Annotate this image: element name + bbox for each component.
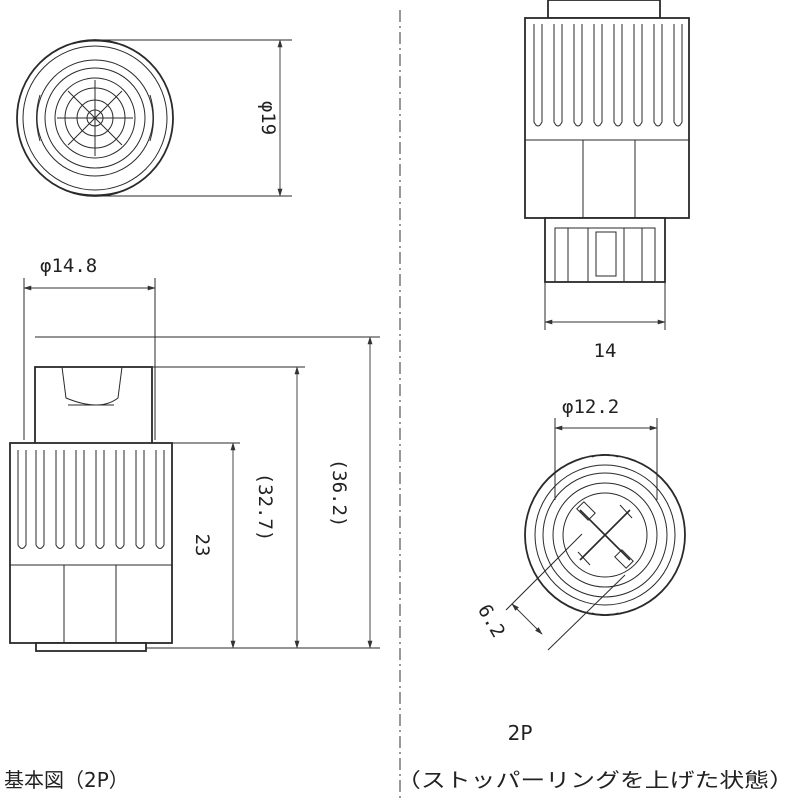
side-view-right — [524, 0, 690, 283]
face-view — [524, 454, 686, 616]
caption-right-sub: （ストッパーリングを上げた状態） — [396, 768, 794, 792]
dim-pin-pitch: 6.2 — [473, 601, 509, 642]
dim-front-width: φ14.8 — [40, 255, 97, 277]
caption-left: 基本図（2P） — [4, 768, 129, 792]
side-view-left — [9, 366, 173, 652]
dim-face-diameter: φ12.2 — [562, 396, 619, 418]
dim-height-36-2: (36.2) — [328, 459, 350, 528]
caption-right-title: 2P — [508, 721, 533, 745]
dim-top-diameter: φ19 — [257, 101, 279, 135]
end-view-top — [16, 39, 174, 197]
dim-right-width: 14 — [594, 340, 617, 362]
dim-height-32-7: (32.7) — [254, 473, 276, 542]
dim-height-23: 23 — [191, 534, 213, 557]
